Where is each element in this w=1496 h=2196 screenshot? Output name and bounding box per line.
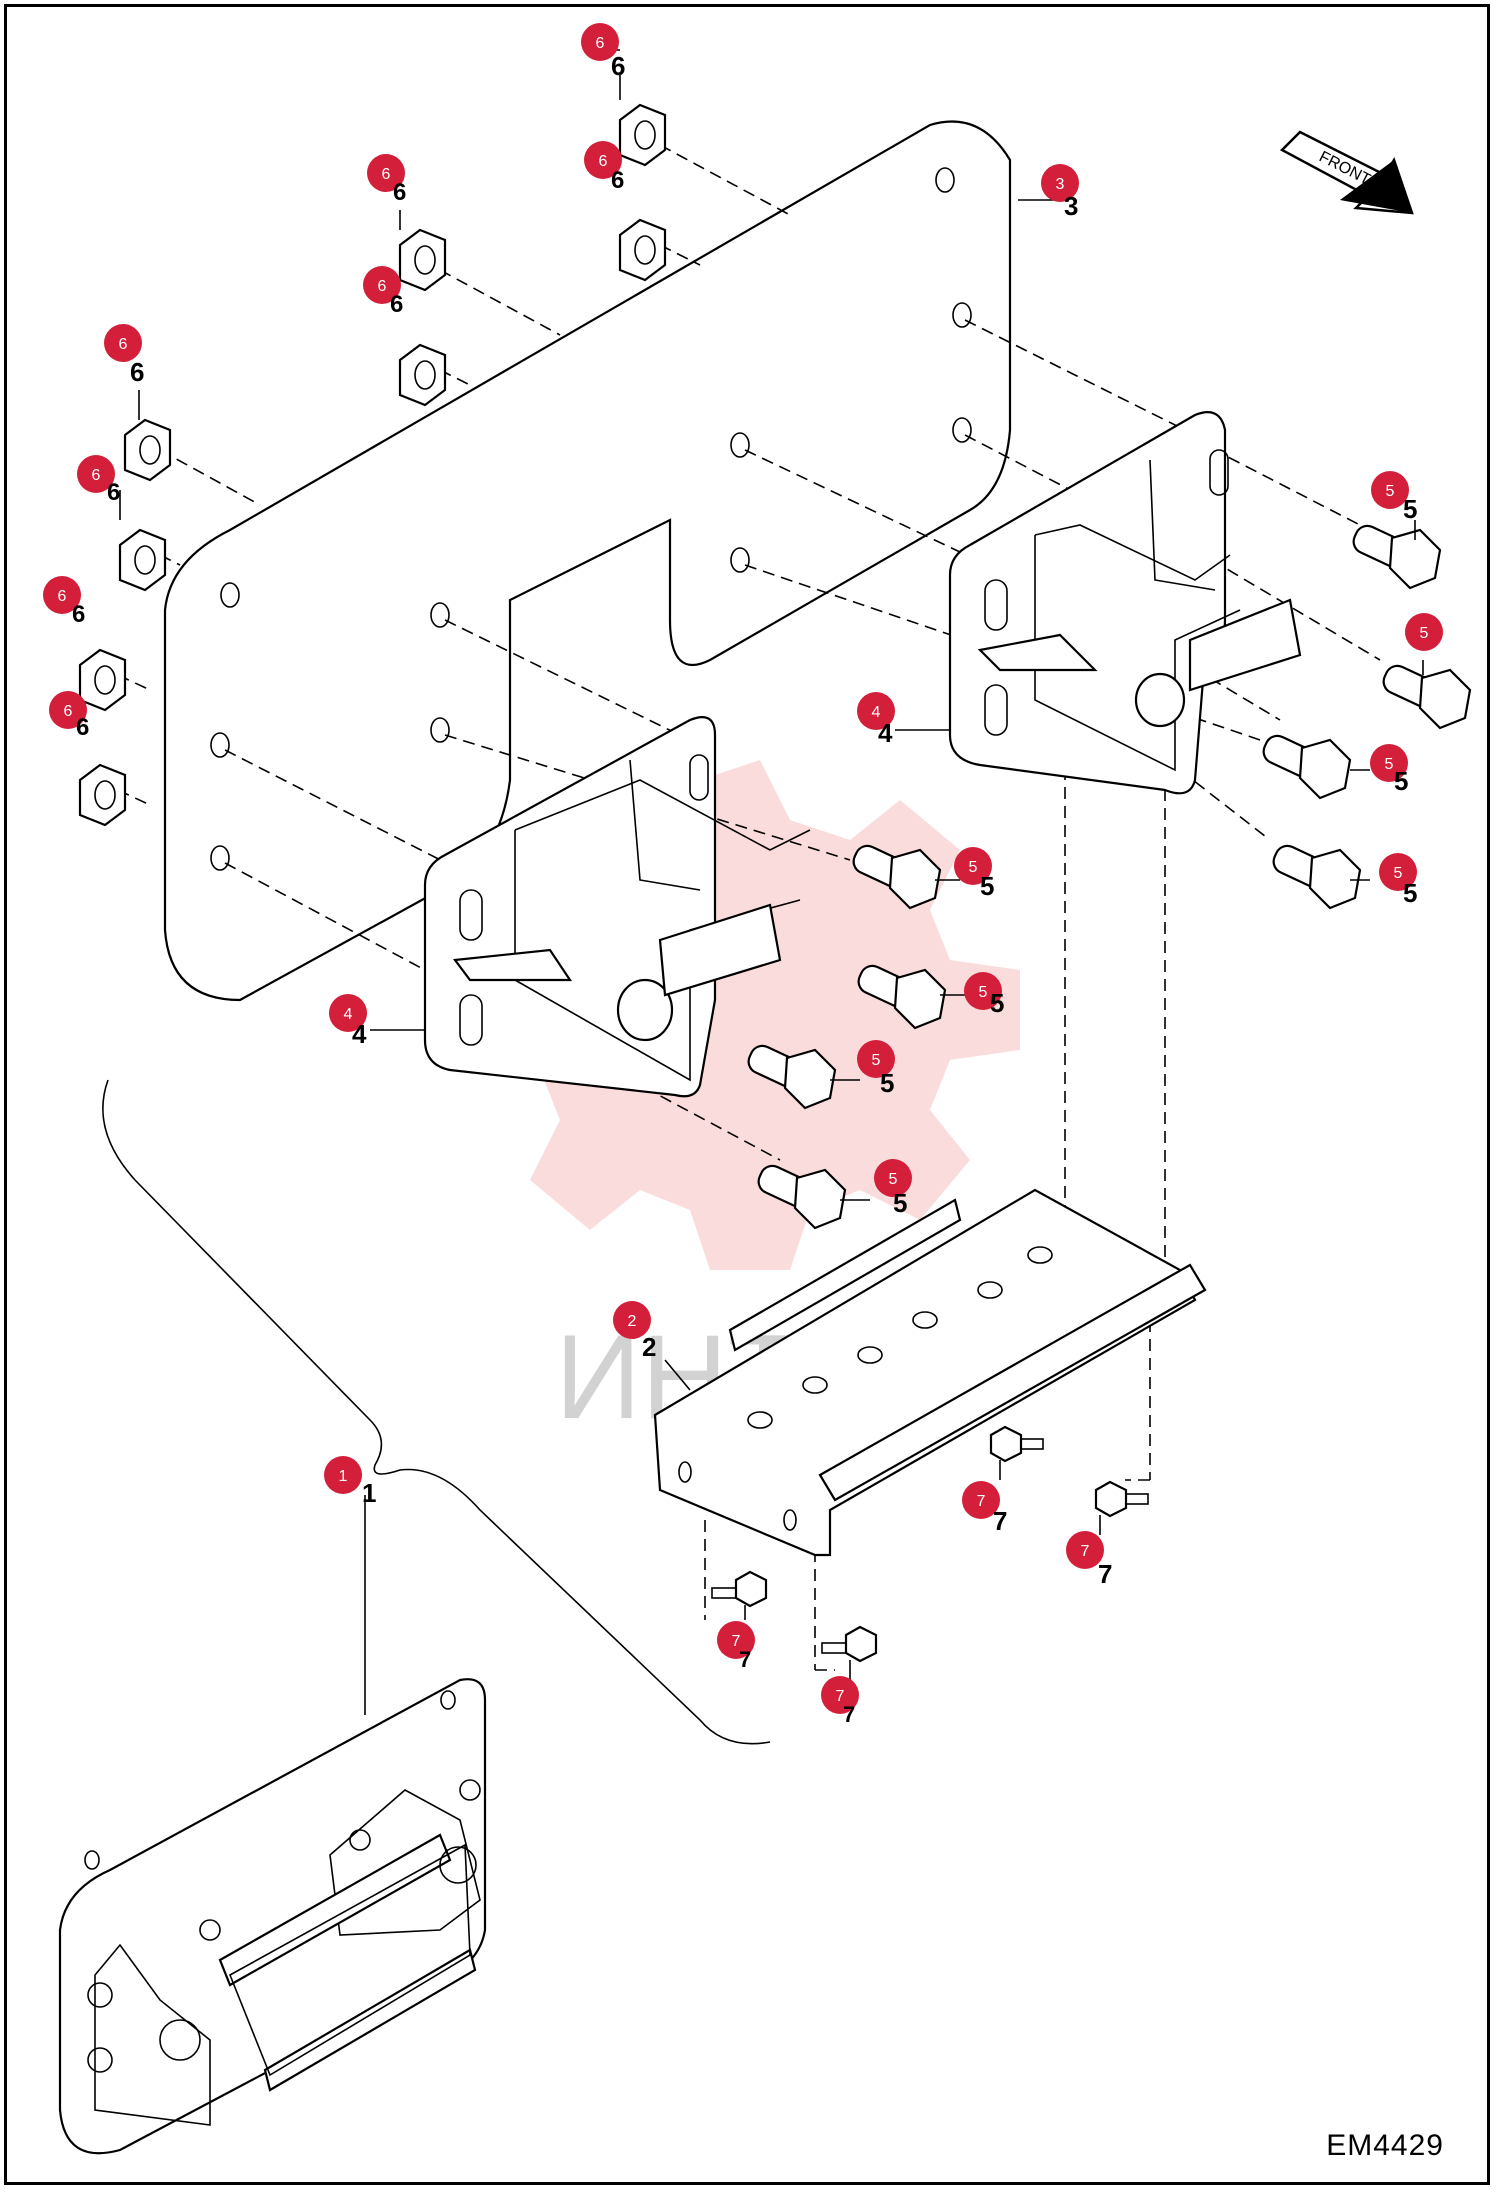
svg-text:2: 2 — [642, 1332, 656, 1362]
svg-text:5: 5 — [1394, 766, 1408, 796]
callout-6g: 66 — [43, 576, 85, 628]
svg-text:6: 6 — [58, 588, 67, 605]
svg-text:6: 6 — [130, 357, 144, 387]
svg-text:7: 7 — [843, 1702, 855, 1727]
bracket-4-upper — [948, 411, 1302, 795]
slotted-plate-2 — [653, 1188, 1207, 1557]
callout-6b: 66 — [584, 141, 624, 194]
svg-text:5: 5 — [872, 1052, 881, 1069]
svg-text:5: 5 — [1420, 625, 1429, 642]
svg-text:4: 4 — [872, 704, 881, 721]
callout-5b: 5 — [1405, 613, 1443, 651]
svg-text:4: 4 — [344, 1006, 353, 1023]
callout-2: 22 — [613, 1301, 656, 1362]
hex-bolt-7 — [711, 1425, 1149, 1663]
svg-text:7: 7 — [732, 1633, 741, 1650]
callout-6a: 66 — [581, 23, 625, 81]
callout-7b: 77 — [1066, 1531, 1112, 1589]
callout-7d: 77 — [821, 1676, 859, 1727]
callout-6h: 66 — [49, 691, 89, 741]
svg-text:5: 5 — [1394, 865, 1403, 882]
svg-text:5: 5 — [1403, 878, 1417, 908]
hitch-assembly-1 — [58, 1678, 487, 2155]
callout-7c: 77 — [717, 1621, 755, 1672]
callout-5e: 55 — [954, 847, 994, 901]
svg-text:7: 7 — [1098, 1559, 1112, 1589]
svg-text:1: 1 — [362, 1478, 376, 1508]
drawing-code: EM4429 — [1326, 2129, 1444, 2162]
leader-lines — [119, 49, 1424, 1715]
svg-text:6: 6 — [76, 714, 89, 741]
drawing-frame — [4, 4, 1490, 2185]
svg-text:6: 6 — [390, 291, 403, 318]
svg-text:7: 7 — [977, 1493, 986, 1510]
callout-6f: 66 — [77, 455, 120, 506]
svg-text:5: 5 — [1385, 756, 1394, 773]
svg-text:5: 5 — [880, 1068, 894, 1098]
callout-5g: 55 — [857, 1040, 895, 1098]
svg-text:4: 4 — [878, 718, 893, 748]
svg-text:6: 6 — [599, 153, 608, 170]
svg-text:5: 5 — [1403, 494, 1417, 524]
flange-nut-6 — [78, 103, 667, 827]
svg-text:1: 1 — [339, 1468, 348, 1485]
svg-text:6: 6 — [611, 51, 625, 81]
callout-7a: 77 — [962, 1481, 1007, 1536]
callout-5h: 55 — [874, 1159, 912, 1218]
svg-text:6: 6 — [107, 479, 120, 506]
callout-6e: 66 — [104, 324, 144, 387]
svg-text:5: 5 — [1386, 483, 1395, 500]
svg-text:6: 6 — [611, 167, 624, 194]
svg-text:5: 5 — [990, 988, 1004, 1018]
svg-text:7: 7 — [1081, 1543, 1090, 1560]
svg-text:5: 5 — [969, 859, 978, 876]
svg-text:7: 7 — [993, 1506, 1007, 1536]
svg-text:5: 5 — [893, 1188, 907, 1218]
callout-4-upper: 44 — [857, 692, 895, 748]
svg-text:6: 6 — [596, 35, 605, 52]
flange-bolt-5 — [747, 524, 1472, 1230]
callout-3: 33 — [1041, 164, 1079, 221]
svg-text:6: 6 — [92, 467, 101, 484]
svg-text:6: 6 — [382, 166, 391, 183]
svg-text:2: 2 — [628, 1313, 637, 1330]
svg-text:5: 5 — [980, 871, 994, 901]
callout-6d: 66 — [363, 266, 403, 318]
callout-6c: 66 — [367, 154, 406, 206]
svg-text:6: 6 — [119, 336, 128, 353]
callout-1: 11 — [324, 1456, 376, 1508]
mounting-plate-3 — [163, 120, 1012, 1002]
svg-text:5: 5 — [889, 1171, 898, 1188]
svg-text:6: 6 — [378, 278, 387, 295]
callout-5d: 55 — [1379, 853, 1417, 908]
detail-boundary — [102, 1079, 771, 1745]
svg-text:7: 7 — [739, 1647, 751, 1672]
callout-5a: 55 — [1371, 471, 1417, 524]
svg-text:4: 4 — [352, 1019, 367, 1049]
svg-text:3: 3 — [1064, 191, 1078, 221]
svg-text:3: 3 — [1056, 176, 1065, 193]
svg-text:5: 5 — [979, 984, 988, 1001]
bracket-4-lower — [423, 716, 811, 1098]
svg-text:6: 6 — [64, 703, 73, 720]
svg-text:7: 7 — [836, 1688, 845, 1705]
callout-4-lower: 44 — [329, 994, 367, 1049]
svg-text:6: 6 — [393, 179, 406, 206]
callout-5c: 55 — [1370, 744, 1408, 796]
svg-text:6: 6 — [72, 601, 85, 628]
